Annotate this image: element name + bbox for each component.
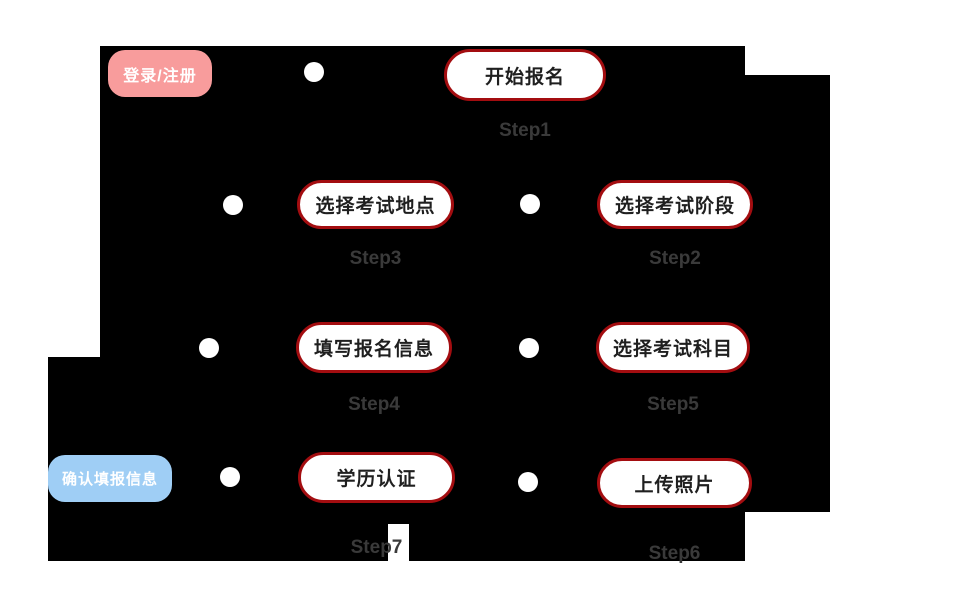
connector-dot [520,194,540,214]
step4-label: Step4 [348,394,400,415]
connector-dot [519,338,539,358]
confirm-info-badge: 确认填报信息 [48,455,172,502]
select-exam-stage-node[interactable]: 选择考试阶段 [597,180,753,229]
step6-label: Step6 [648,543,701,564]
connector-dot [518,472,538,492]
connector-dot [220,467,240,487]
connector-dot [223,195,243,215]
step3-label: Step3 [349,248,402,269]
white-notch [388,524,409,561]
upload-photo-node[interactable]: 上传照片 [597,458,752,508]
step2-label: Step2 [649,248,701,269]
fill-signup-info-node[interactable]: 填写报名信息 [296,322,452,373]
education-verification-node[interactable]: 学历认证 [298,452,455,503]
login-register-badge: 登录/注册 [108,50,212,97]
start-signup-node[interactable]: 开始报名 [444,49,606,101]
background-blob-right [745,75,830,512]
connector-dot [304,62,324,82]
select-exam-subject-node[interactable]: 选择考试科目 [596,322,750,373]
step1-label: Step1 [499,120,551,141]
connector-dot [199,338,219,358]
select-exam-site-node[interactable]: 选择考试地点 [297,180,454,229]
step7-label: Step7 [350,537,403,558]
step5-label: Step5 [647,394,699,415]
